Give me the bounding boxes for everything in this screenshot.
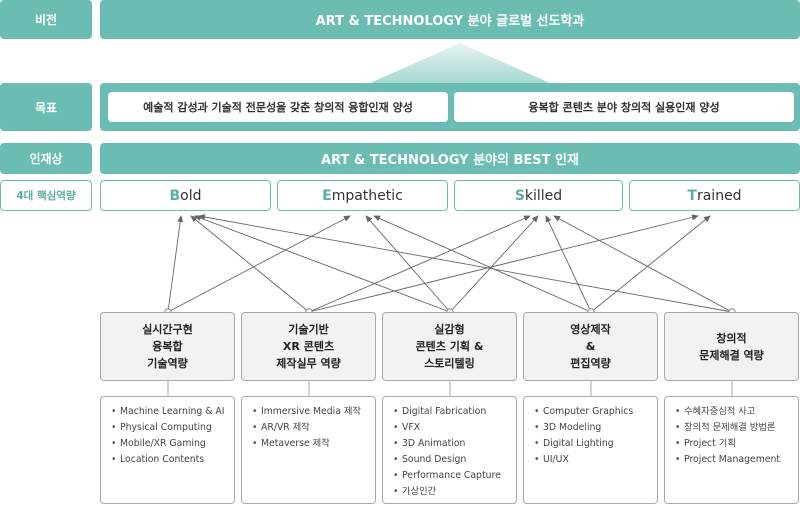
list-item: Project Management [675,452,794,468]
detail-list: Machine Learning & AI Physical Computing… [100,396,235,504]
competency-rest: rained [696,187,742,204]
list-item: Computer Graphics [534,404,653,420]
list-item: Physical Computing [111,420,230,436]
goal-item: 예술적 감성과 기술적 전문성을 갖춘 창의적 융합인재 양성 [108,92,448,122]
connection-arrow [373,215,592,313]
list-item: Digital Fabrication [393,404,512,420]
goal-panel: 예술적 감성과 기술적 전문성을 갖춘 창의적 융합인재 양성 융복합 콘텐츠 … [100,83,800,131]
connection-arrow [545,215,592,313]
category-box: 영상제작 & 편집역량 [523,312,658,381]
list-item: Sound Design [393,452,512,468]
competency-initial: T [687,187,697,204]
competency-rest: old [180,187,202,204]
talent-banner: ART & TECHNOLOGY 분야의 BEST 인재 [100,143,800,174]
vision-triangle [370,43,550,83]
list-item: 3D Animation [393,436,512,452]
vision-label: 비전 [0,0,92,39]
category-box: 실시간구현 융복합 기술역량 [100,312,235,381]
list-item: VFX [393,420,512,436]
detail-list: 수혜자중심적 사고 창의적 문제해결 방법론 Project 기획 Projec… [664,396,799,504]
list-item: Immersive Media 제작 [252,404,371,420]
competency-initial: E [322,187,332,204]
list-item: Location Contents [111,452,230,468]
detail-list: Digital Fabrication VFX 3D Animation Sou… [382,396,517,504]
list-item: Metaverse 제작 [252,436,371,452]
connection-arrow [190,215,310,313]
connection-arrow [194,215,451,313]
connection-arrow [308,215,531,313]
connection-arrow [553,215,733,313]
connection-arrow [308,214,699,313]
connection-arrow [198,214,733,313]
goal-label: 목표 [0,83,92,131]
competency-rest: mpathetic [331,187,403,204]
list-item: 가상인간 [393,484,512,500]
list-item: Mobile/XR Gaming [111,436,230,452]
list-item: Project 기획 [675,436,794,452]
list-item: AR/VR 제작 [252,420,371,436]
talent-label: 인재상 [0,143,92,174]
list-item: Performance Capture [393,468,512,484]
connection-arrow [449,215,539,313]
list-item: 3D Modeling [534,420,653,436]
competency-rest: killed [524,187,563,204]
vision-banner: ART & TECHNOLOGY 분야 글로벌 선도학과 [100,0,800,39]
connection-arrow [167,215,351,313]
list-item: UI/UX [534,452,653,468]
competency-label: 4대 핵심역량 [0,180,92,211]
detail-list: Computer Graphics 3D Modeling Digital Li… [523,396,658,504]
connection-arrow [167,215,184,313]
connection-arrow [365,215,451,313]
category-box: 창의적 문제해결 역량 [664,312,799,381]
category-box: 기술기반 XR 콘텐츠 제작실무 역량 [241,312,376,381]
list-item: 창의적 문제해결 방법론 [675,420,794,436]
category-box: 실감형 콘텐츠 기획 & 스토리텔링 [382,312,517,381]
list-item: Digital Lighting [534,436,653,452]
list-item: Machine Learning & AI [111,404,230,420]
detail-list: Immersive Media 제작 AR/VR 제작 Metaverse 제작 [241,396,376,504]
competency-initial: S [514,187,525,204]
competency-initial: B [169,187,181,204]
goal-item: 융복합 콘텐츠 분야 창의적 실용인재 양성 [454,92,794,122]
connection-arrow [590,215,711,313]
list-item: 수혜자중심적 사고 [675,404,794,420]
